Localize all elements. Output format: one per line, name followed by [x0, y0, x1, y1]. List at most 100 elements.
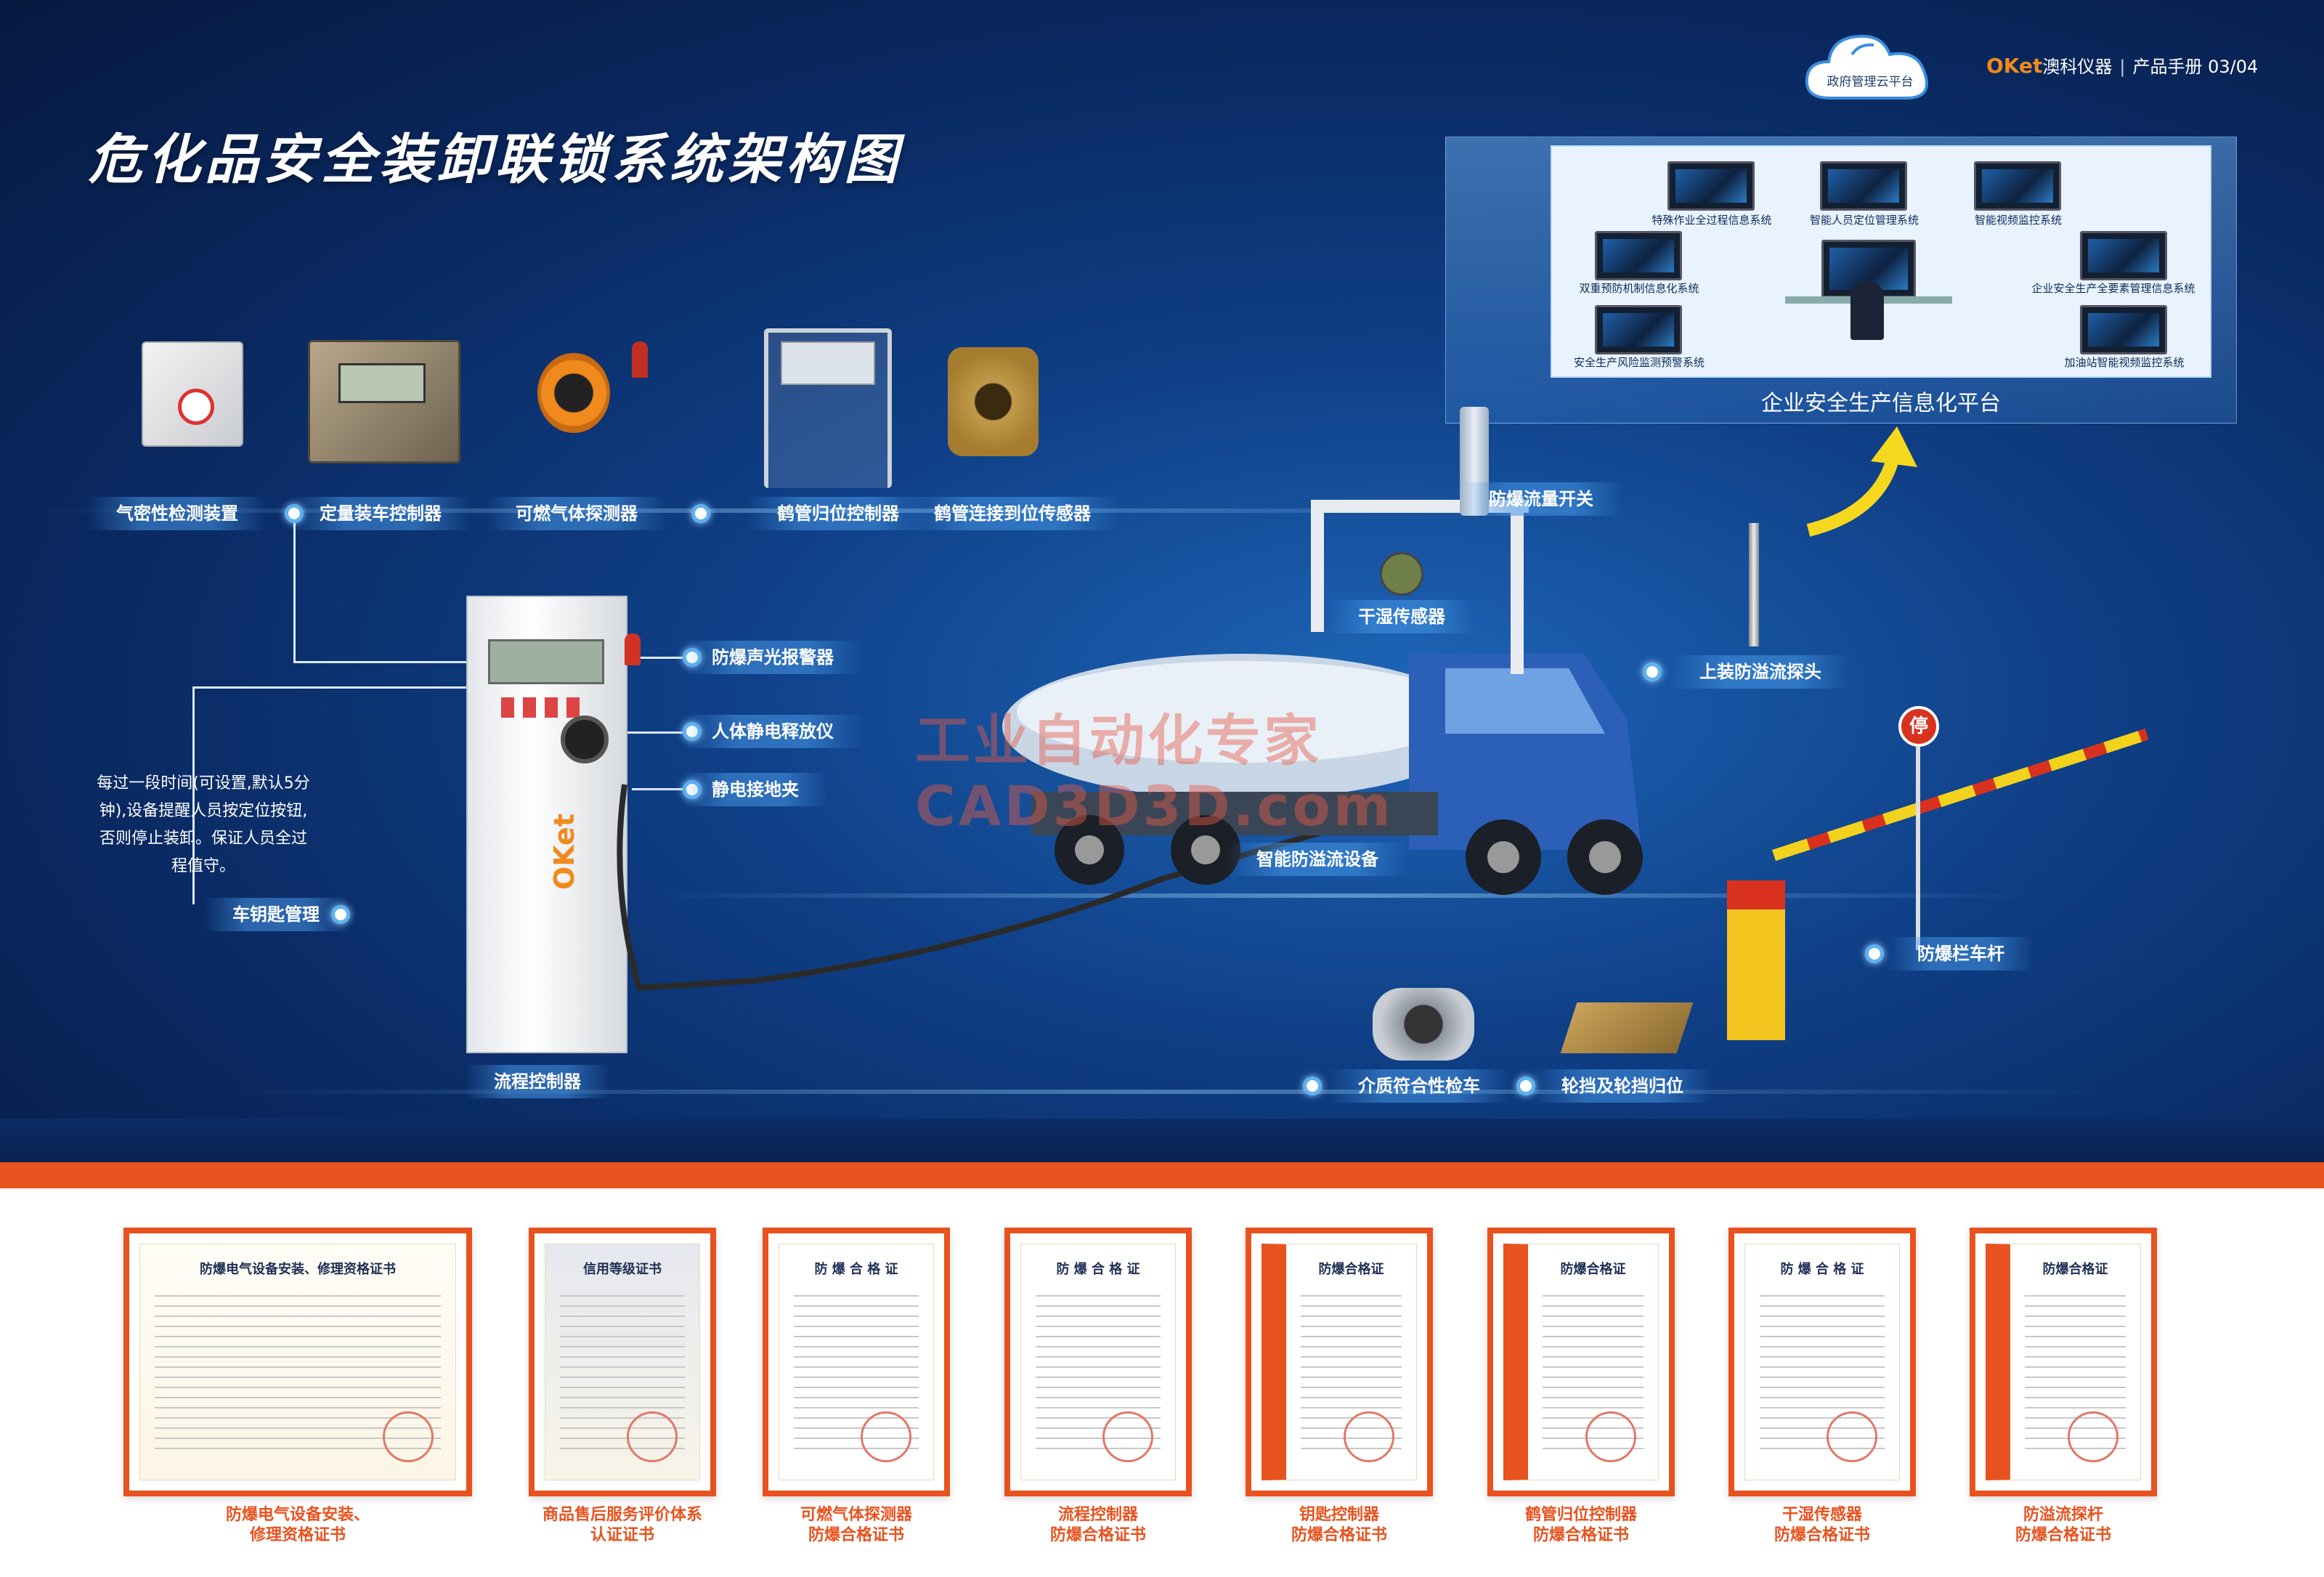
alarm-lamp-icon — [625, 633, 641, 665]
monitor-icon — [1667, 161, 1755, 211]
static-release-knob-icon — [561, 715, 609, 763]
ground-cable — [617, 784, 1336, 992]
brand-separator: | — [2119, 57, 2126, 77]
certificate-head: 防 爆 合 格 证 — [1780, 1262, 1864, 1277]
monitor-icon — [2080, 231, 2167, 280]
wheel-chock-icon — [1560, 1002, 1694, 1053]
brand-company: 澳科仪器 — [2042, 57, 2113, 77]
watermark-line2: CAD3D3D.com — [915, 774, 1394, 838]
monitor-icon — [1820, 161, 1907, 211]
enterprise-platform-title: 企业安全生产信息化平台 — [1761, 391, 2001, 416]
loading-pipe — [1311, 501, 1324, 632]
brand-header: OKet澳科仪器 | 产品手册 03/04 — [1986, 52, 2258, 78]
cabinet-screen — [488, 639, 604, 684]
certificate: 防 爆 合 格 证 — [1728, 1228, 1916, 1496]
stamp-icon — [861, 1411, 911, 1462]
connector-line — [625, 657, 683, 659]
certificate: 防 爆 合 格 证 — [1004, 1228, 1192, 1496]
label-barrier: 防爆栏车杆 — [1888, 937, 2033, 970]
certificate: 防爆电气设备安装、修理资格证书 — [123, 1228, 472, 1496]
connector-dot — [331, 905, 350, 924]
label-quant-ctrl: 定量装车控制器 — [290, 497, 471, 530]
operator-icon — [1850, 282, 1884, 340]
label-overflow-probe: 上装防溢流探头 — [1670, 655, 1850, 689]
dry-wet-sensor-icon — [1380, 552, 1423, 596]
connector-line — [293, 661, 468, 663]
stamp-icon — [2068, 1411, 2118, 1462]
stop-sign-icon: 停 — [1898, 706, 1939, 747]
cloud-label: 政府管理云平台 — [1827, 75, 1914, 89]
floor-band — [0, 1119, 2324, 1162]
watermark: 工业自动化专家 CAD3D3D.com — [915, 708, 1394, 839]
certificate-caption: 钥匙控制器防爆合格证书 — [1291, 1506, 1387, 1544]
label-alarm: 防爆声光报警器 — [683, 641, 863, 674]
connector-line — [192, 686, 466, 689]
label-flow-switch: 防爆流量开关 — [1460, 482, 1622, 516]
certificate-caption: 可燃气体探测器防爆合格证书 — [800, 1506, 912, 1544]
gas-detector-icon — [537, 353, 610, 433]
watermark-line1: 工业自动化专家 — [915, 708, 1322, 773]
connector-dot — [1865, 944, 1884, 963]
system-label: 安全生产风险监测预警系统 — [1573, 356, 1705, 369]
certificate-head: 防爆合格证 — [1560, 1262, 1626, 1277]
loading-pipe — [1511, 500, 1524, 674]
medium-check-icon — [1373, 988, 1474, 1061]
stamp-icon — [1585, 1411, 1636, 1462]
tanker-truck-icon — [1002, 654, 1643, 895]
monitor-icon — [1595, 305, 1682, 354]
crane-return-box — [781, 341, 875, 385]
stamp-icon — [627, 1411, 678, 1462]
controller-screen-icon — [338, 363, 426, 403]
connector-dot — [691, 504, 710, 523]
certificate-caption: 防溢流探杆防爆合格证书 — [2015, 1506, 2111, 1544]
certificate-caption: 流程控制器防爆合格证书 — [1049, 1506, 1146, 1544]
duty-note: 每过一段时间(可设置,默认5分钟),设备提醒人员按定位按钮,否则停止装卸。保证人… — [97, 774, 310, 875]
stamp-icon — [1102, 1411, 1153, 1462]
label-smart-overflow: 智能防溢流设备 — [1227, 843, 1407, 876]
crane-sensor-icon — [948, 347, 1039, 456]
label-crane-return: 鹤管归位控制器 — [748, 497, 928, 530]
light-streak — [218, 1090, 2106, 1094]
system-label: 双重预防机制信息化系统 — [1579, 282, 1699, 295]
cabinet-buttons — [501, 697, 588, 718]
label-ground-clip: 静电接地夹 — [683, 773, 828, 806]
monitor-icon — [2080, 305, 2167, 354]
barrier-post-icon — [1727, 880, 1785, 1040]
certificate: 防 爆 合 格 证 — [763, 1228, 950, 1496]
stamp-icon — [1827, 1411, 1877, 1462]
label-airtight: 气密性检测装置 — [87, 497, 267, 530]
system-label: 智能视频监控系统 — [1974, 214, 2062, 227]
label-key-mgmt: 车钥匙管理 — [203, 898, 349, 931]
connector-line — [192, 686, 195, 904]
certificate-head: 防爆电气设备安装、修理资格证书 — [200, 1262, 396, 1277]
label-static-release: 人体静电释放仪 — [683, 715, 863, 748]
certificate: 防爆合格证 — [1487, 1228, 1675, 1496]
system-label: 企业安全生产全要素管理信息系统 — [2031, 282, 2195, 295]
stop-sign-pole — [1916, 747, 1920, 950]
connector-dot — [1303, 1077, 1322, 1095]
certificate: 防爆合格证 — [1970, 1228, 2157, 1496]
certificate-caption: 商品售后服务评价体系认证证书 — [542, 1506, 702, 1544]
certificate-caption: 干湿传感器防爆合格证书 — [1774, 1506, 1870, 1544]
label-gas-det: 可燃气体探测器 — [487, 497, 667, 530]
certificate: 信用等级证书 — [529, 1228, 716, 1496]
certificate-head: 信用等级证书 — [583, 1262, 662, 1277]
system-label: 加油站智能视频监控系统 — [2064, 356, 2185, 369]
monitor-icon — [1595, 231, 1682, 280]
brand-logo: OKet — [1986, 54, 2043, 78]
certificate-head: 防爆合格证 — [2042, 1262, 2108, 1277]
upload-arrow-icon — [1806, 426, 1917, 537]
stamp-icon — [383, 1411, 434, 1462]
orange-divider — [0, 1162, 2324, 1188]
brand-manual: 产品手册 03/04 — [2132, 57, 2259, 77]
cloud-icon — [1805, 34, 1928, 100]
certificate-head: 防 爆 合 格 证 — [1056, 1262, 1140, 1277]
system-label: 特殊作业全过程信息系统 — [1651, 214, 1772, 227]
connector-line — [625, 731, 683, 734]
label-crane-sensor: 鹤管连接到位传感器 — [905, 497, 1120, 530]
overflow-probe-icon — [1749, 523, 1759, 646]
label-flow-ctrl: 流程控制器 — [465, 1065, 610, 1098]
label-medium-check: 介质符合性检车 — [1329, 1069, 1509, 1103]
certificate-head: 防爆合格证 — [1318, 1262, 1384, 1277]
